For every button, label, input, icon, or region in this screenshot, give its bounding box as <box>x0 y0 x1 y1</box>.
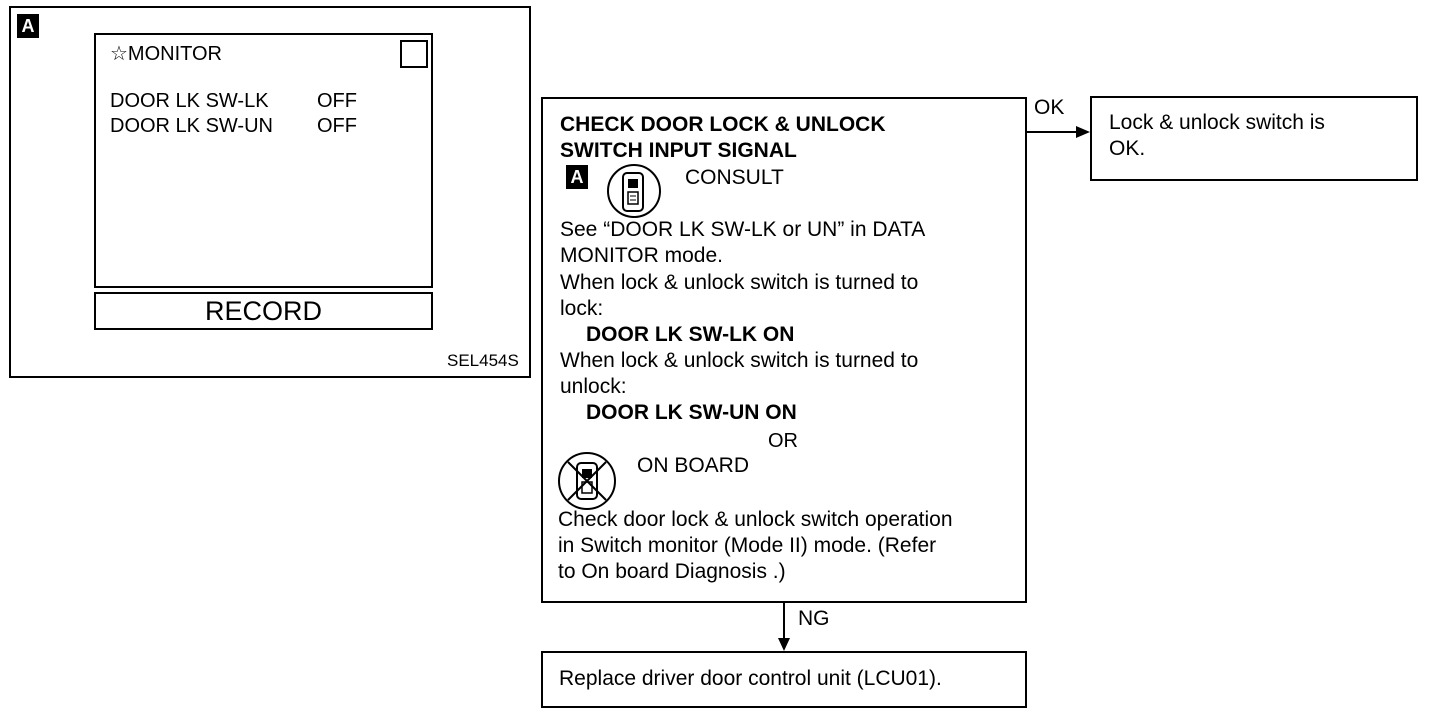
onboard-line: in Switch monitor (Mode II) mode. (Refer <box>558 534 937 557</box>
consult-line: See “DOOR LK SW-LK or UN” in DATA <box>560 218 926 241</box>
consult-line: unlock: <box>560 375 627 398</box>
ng-arrowhead <box>778 638 790 651</box>
lock-result: DOOR LK SW-LK ON <box>586 323 795 346</box>
consult-label: CONSULT <box>685 166 784 189</box>
onboard-line: to On board Diagnosis .) <box>558 560 786 583</box>
ng-label: NG <box>798 607 830 630</box>
consult-tool-icon <box>607 164 661 218</box>
ok-result-line2: OK. <box>1109 137 1146 160</box>
monitor-row-value: OFF <box>317 115 357 137</box>
figure-id: SEL454S <box>447 351 519 370</box>
onboard-no-tool-icon <box>558 452 616 510</box>
onboard-label: ON BOARD <box>637 454 750 477</box>
ng-result-text: Replace driver door control unit (LCU01)… <box>559 667 942 690</box>
monitor-row-value: OFF <box>317 90 357 112</box>
check-title-line1: CHECK DOOR LOCK & UNLOCK <box>560 113 886 136</box>
consult-line: lock: <box>560 297 604 320</box>
consult-line: When lock & unlock switch is turned to <box>560 271 919 294</box>
figure-tag-a: A <box>17 14 39 38</box>
ok-arrowhead <box>1076 126 1090 138</box>
consult-line: When lock & unlock switch is turned to <box>560 349 919 372</box>
monitor-row-item: DOOR LK SW-UN <box>110 115 273 137</box>
check-tag-a: A <box>566 165 588 189</box>
ng-result-box: Replace driver door control unit (LCU01)… <box>541 651 1027 708</box>
consult-screen-figure: A ☆MONITOR DOOR LK SW-LK OFF DOOR LK SW-… <box>9 6 531 378</box>
monitor-row-item: DOOR LK SW-LK <box>110 90 269 112</box>
check-title-line2: SWITCH INPUT SIGNAL <box>560 139 797 162</box>
checkbox-icon <box>400 40 428 68</box>
record-label: RECORD <box>204 296 322 326</box>
monitor-title: ☆MONITOR <box>110 43 223 65</box>
check-step-box: CHECK DOOR LOCK & UNLOCK SWITCH INPUT SI… <box>541 97 1027 603</box>
or-label: OR <box>768 430 798 452</box>
ok-result-line1: Lock & unlock switch is <box>1109 111 1325 134</box>
monitor-screen: ☆MONITOR DOOR LK SW-LK OFF DOOR LK SW-UN… <box>94 33 433 288</box>
consult-line: MONITOR mode. <box>560 244 723 267</box>
ok-result-box: Lock & unlock switch is OK. <box>1090 96 1418 181</box>
ok-label: OK <box>1034 96 1065 119</box>
record-button[interactable]: RECORD <box>94 292 433 330</box>
unlock-result: DOOR LK SW-UN ON <box>586 401 797 424</box>
onboard-line: Check door lock & unlock switch operatio… <box>558 508 953 531</box>
